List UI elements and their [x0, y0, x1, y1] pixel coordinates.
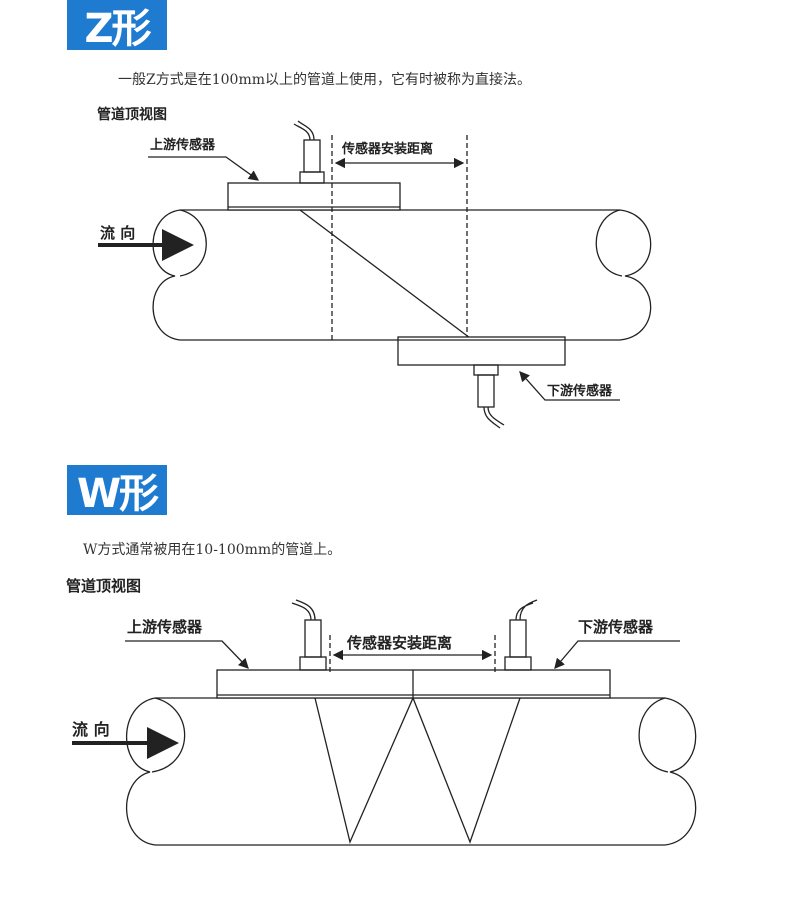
z-downstream-label: 下游传感器	[547, 383, 613, 399]
z-upstream-label: 上游传感器	[150, 137, 216, 153]
z-badge: Z形	[67, 0, 167, 52]
z-downstream-sensor	[397, 336, 566, 429]
w-downstream-sensor	[504, 599, 538, 671]
w-downstream-label: 下游传感器	[578, 618, 654, 636]
z-description: 一般Z方式是在100mm以上的管道上使用，它有时被称为直接法。	[118, 72, 531, 88]
z-flow-label: 流 向	[100, 224, 135, 242]
w-badge: W形	[67, 465, 167, 517]
z-view-title: 管道顶视图	[97, 107, 167, 123]
z-upstream-sensor	[227, 120, 401, 211]
z-distance-label: 传感器安装距离	[341, 141, 433, 157]
w-description: W方式通常被用在10-100mm的管道上。	[83, 542, 342, 558]
z-pipe	[152, 209, 652, 341]
w-view-title: 管道顶视图	[66, 577, 142, 595]
w-upstream-label: 上游传感器	[127, 618, 203, 636]
w-pipe	[125, 696, 697, 846]
w-flow-label: 流 向	[72, 720, 110, 739]
w-signal-path	[314, 696, 521, 845]
w-upstream-sensor	[291, 599, 327, 671]
w-distance-label: 传感器安装距离	[346, 634, 452, 652]
z-signal-path	[299, 209, 471, 339]
